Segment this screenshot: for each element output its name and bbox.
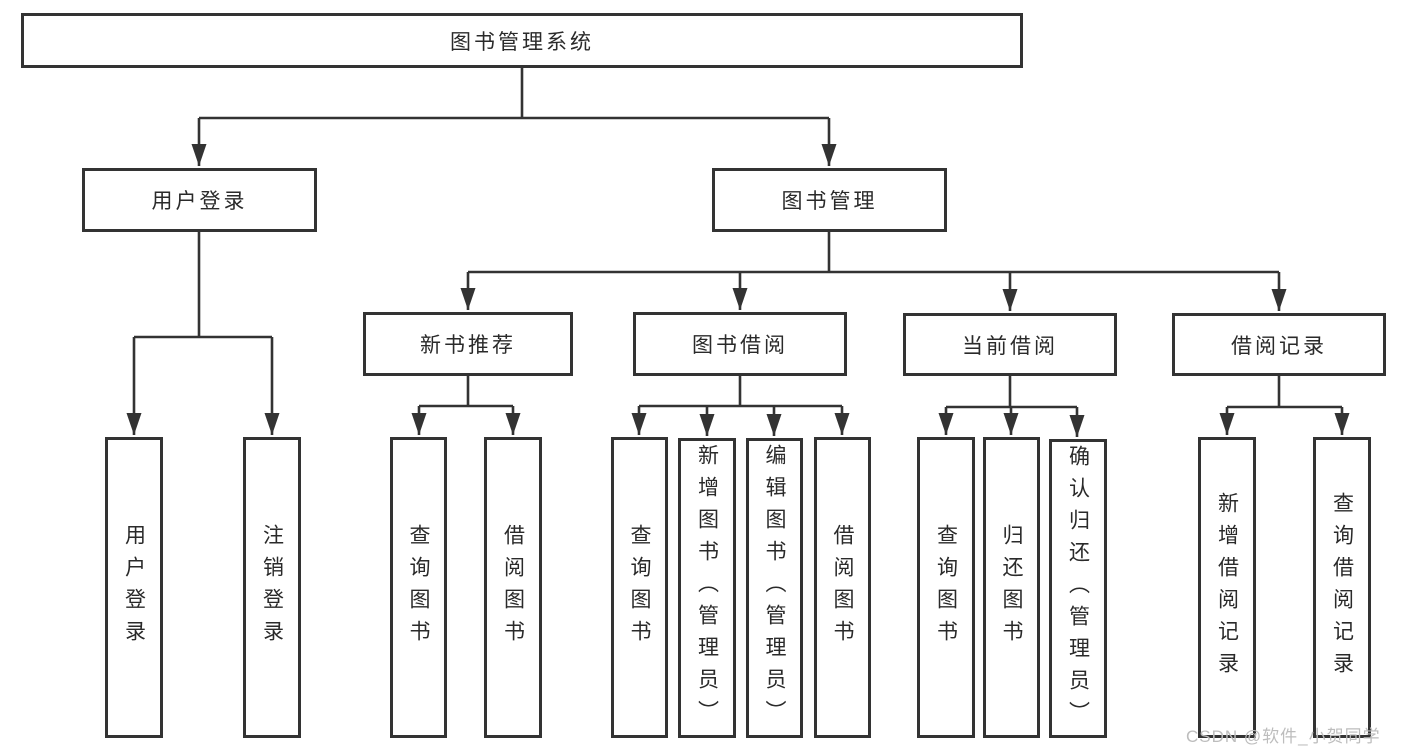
node-records-add: 新增借阅记录	[1198, 437, 1256, 738]
node-current-borrow-label: 当前借阅	[962, 334, 1058, 358]
node-borrow-add: 新增图书（管理员）	[678, 438, 736, 738]
node-book-mgmt: 图书管理	[712, 168, 947, 232]
node-borrow-edit: 编辑图书（管理员）	[746, 438, 803, 738]
node-newbook-borrow: 借阅图书	[484, 437, 542, 738]
node-new-book-recommend-label: 新书推荐	[420, 334, 516, 357]
node-borrow-borrow: 借阅图书	[814, 437, 871, 738]
node-borrow-edit-label: 编辑图书（管理员）	[763, 444, 787, 732]
csdn-watermark: CSDN @软件_小贺同学	[1186, 727, 1381, 746]
node-new-book-recommend: 新书推荐	[363, 312, 573, 376]
node-borrow-borrow-label: 借阅图书	[831, 523, 855, 652]
node-records-add-label: 新增借阅记录	[1215, 491, 1239, 684]
node-current-query: 查询图书	[917, 437, 975, 738]
node-user-login-label: 用户登录	[151, 190, 248, 213]
node-book-borrow-label: 图书借阅	[692, 334, 788, 357]
node-book-borrow: 图书借阅	[633, 312, 847, 376]
node-current-return: 归还图书	[983, 437, 1040, 738]
node-borrow-records-label: 借阅记录	[1231, 334, 1327, 358]
node-newbook-query: 查询图书	[390, 437, 447, 738]
node-logout: 注销登录	[243, 437, 301, 738]
node-user-login-leaf-label: 用户登录	[122, 523, 146, 652]
node-current-return-label: 归还图书	[1000, 523, 1024, 652]
node-borrow-query: 查询图书	[611, 437, 668, 738]
node-logout-label: 注销登录	[260, 523, 284, 652]
node-root-label: 图书管理系统	[450, 30, 594, 54]
node-current-confirm-label: 确认归还（管理员）	[1066, 444, 1090, 733]
node-records-query: 查询借阅记录	[1313, 437, 1371, 738]
node-root: 图书管理系统	[21, 13, 1023, 68]
node-current-confirm: 确认归还（管理员）	[1049, 439, 1107, 738]
node-book-mgmt-label: 图书管理	[781, 190, 878, 213]
node-current-borrow: 当前借阅	[903, 313, 1117, 376]
node-newbook-query-label: 查询图书	[407, 523, 431, 652]
node-records-query-label: 查询借阅记录	[1330, 491, 1354, 684]
node-borrow-query-label: 查询图书	[628, 523, 652, 652]
node-current-query-label: 查询图书	[934, 523, 958, 652]
node-borrow-add-label: 新增图书（管理员）	[695, 444, 719, 732]
node-user-login-leaf: 用户登录	[105, 437, 163, 738]
node-newbook-borrow-label: 借阅图书	[501, 523, 525, 652]
node-user-login: 用户登录	[82, 168, 317, 232]
node-borrow-records: 借阅记录	[1172, 313, 1386, 376]
